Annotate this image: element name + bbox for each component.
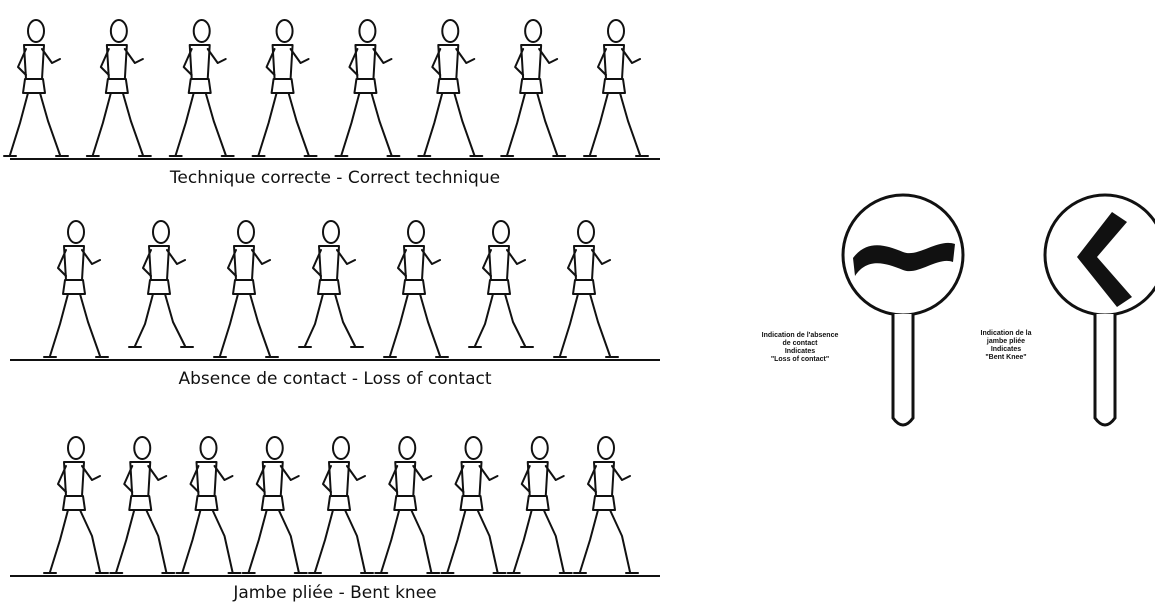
- walker-figure: [418, 20, 482, 156]
- walker-figure: [442, 437, 506, 573]
- walker-figure: [129, 221, 193, 347]
- walker-figure: [501, 20, 565, 156]
- walker-figure: [253, 20, 317, 156]
- paddle-label-en: "Loss of contact": [760, 356, 840, 364]
- walker-figure: [243, 437, 307, 573]
- walker-figure: [44, 437, 108, 573]
- walker-figure: [299, 221, 363, 347]
- walker-figure: [309, 437, 373, 573]
- walker-figure: [375, 437, 439, 573]
- caption-loss-of-contact: Absence de contact - Loss of contact: [10, 369, 660, 389]
- walker-figure: [44, 221, 108, 357]
- walker-figure: [384, 221, 448, 357]
- walker-figure: [4, 20, 68, 156]
- paddle-label-loss-of-contact: Indication de l'absence de contact Indic…: [760, 332, 840, 364]
- walker-figure: [574, 437, 638, 573]
- caption-correct-technique: Technique correcte - Correct technique: [10, 168, 660, 188]
- walker-figure: [554, 221, 618, 357]
- paddle-label-bent-knee: Indication de la jambe pliée Indicates "…: [975, 330, 1037, 362]
- paddle-label-en-prefix: Indicates: [975, 346, 1037, 354]
- walker-figure: [469, 221, 533, 347]
- paddle-label-en-prefix: Indicates: [760, 348, 840, 356]
- walker-figure: [508, 437, 572, 573]
- walker-figure: [170, 20, 234, 156]
- walker-figure: [214, 221, 278, 357]
- walker-figure: [584, 20, 648, 156]
- walker-figure: [177, 437, 241, 573]
- paddle-loss-of-contact: [843, 195, 963, 425]
- walker-figure: [335, 20, 399, 156]
- walker-figure: [87, 20, 151, 156]
- paddle-bent-knee: [1045, 195, 1155, 425]
- paddle-label-fr: Indication de la jambe pliée: [975, 330, 1037, 346]
- paddle-label-en: "Bent Knee": [975, 354, 1037, 362]
- paddle-label-fr: Indication de l'absence de contact: [760, 332, 840, 348]
- walker-figure: [110, 437, 174, 573]
- caption-bent-knee: Jambe pliée - Bent knee: [10, 583, 660, 603]
